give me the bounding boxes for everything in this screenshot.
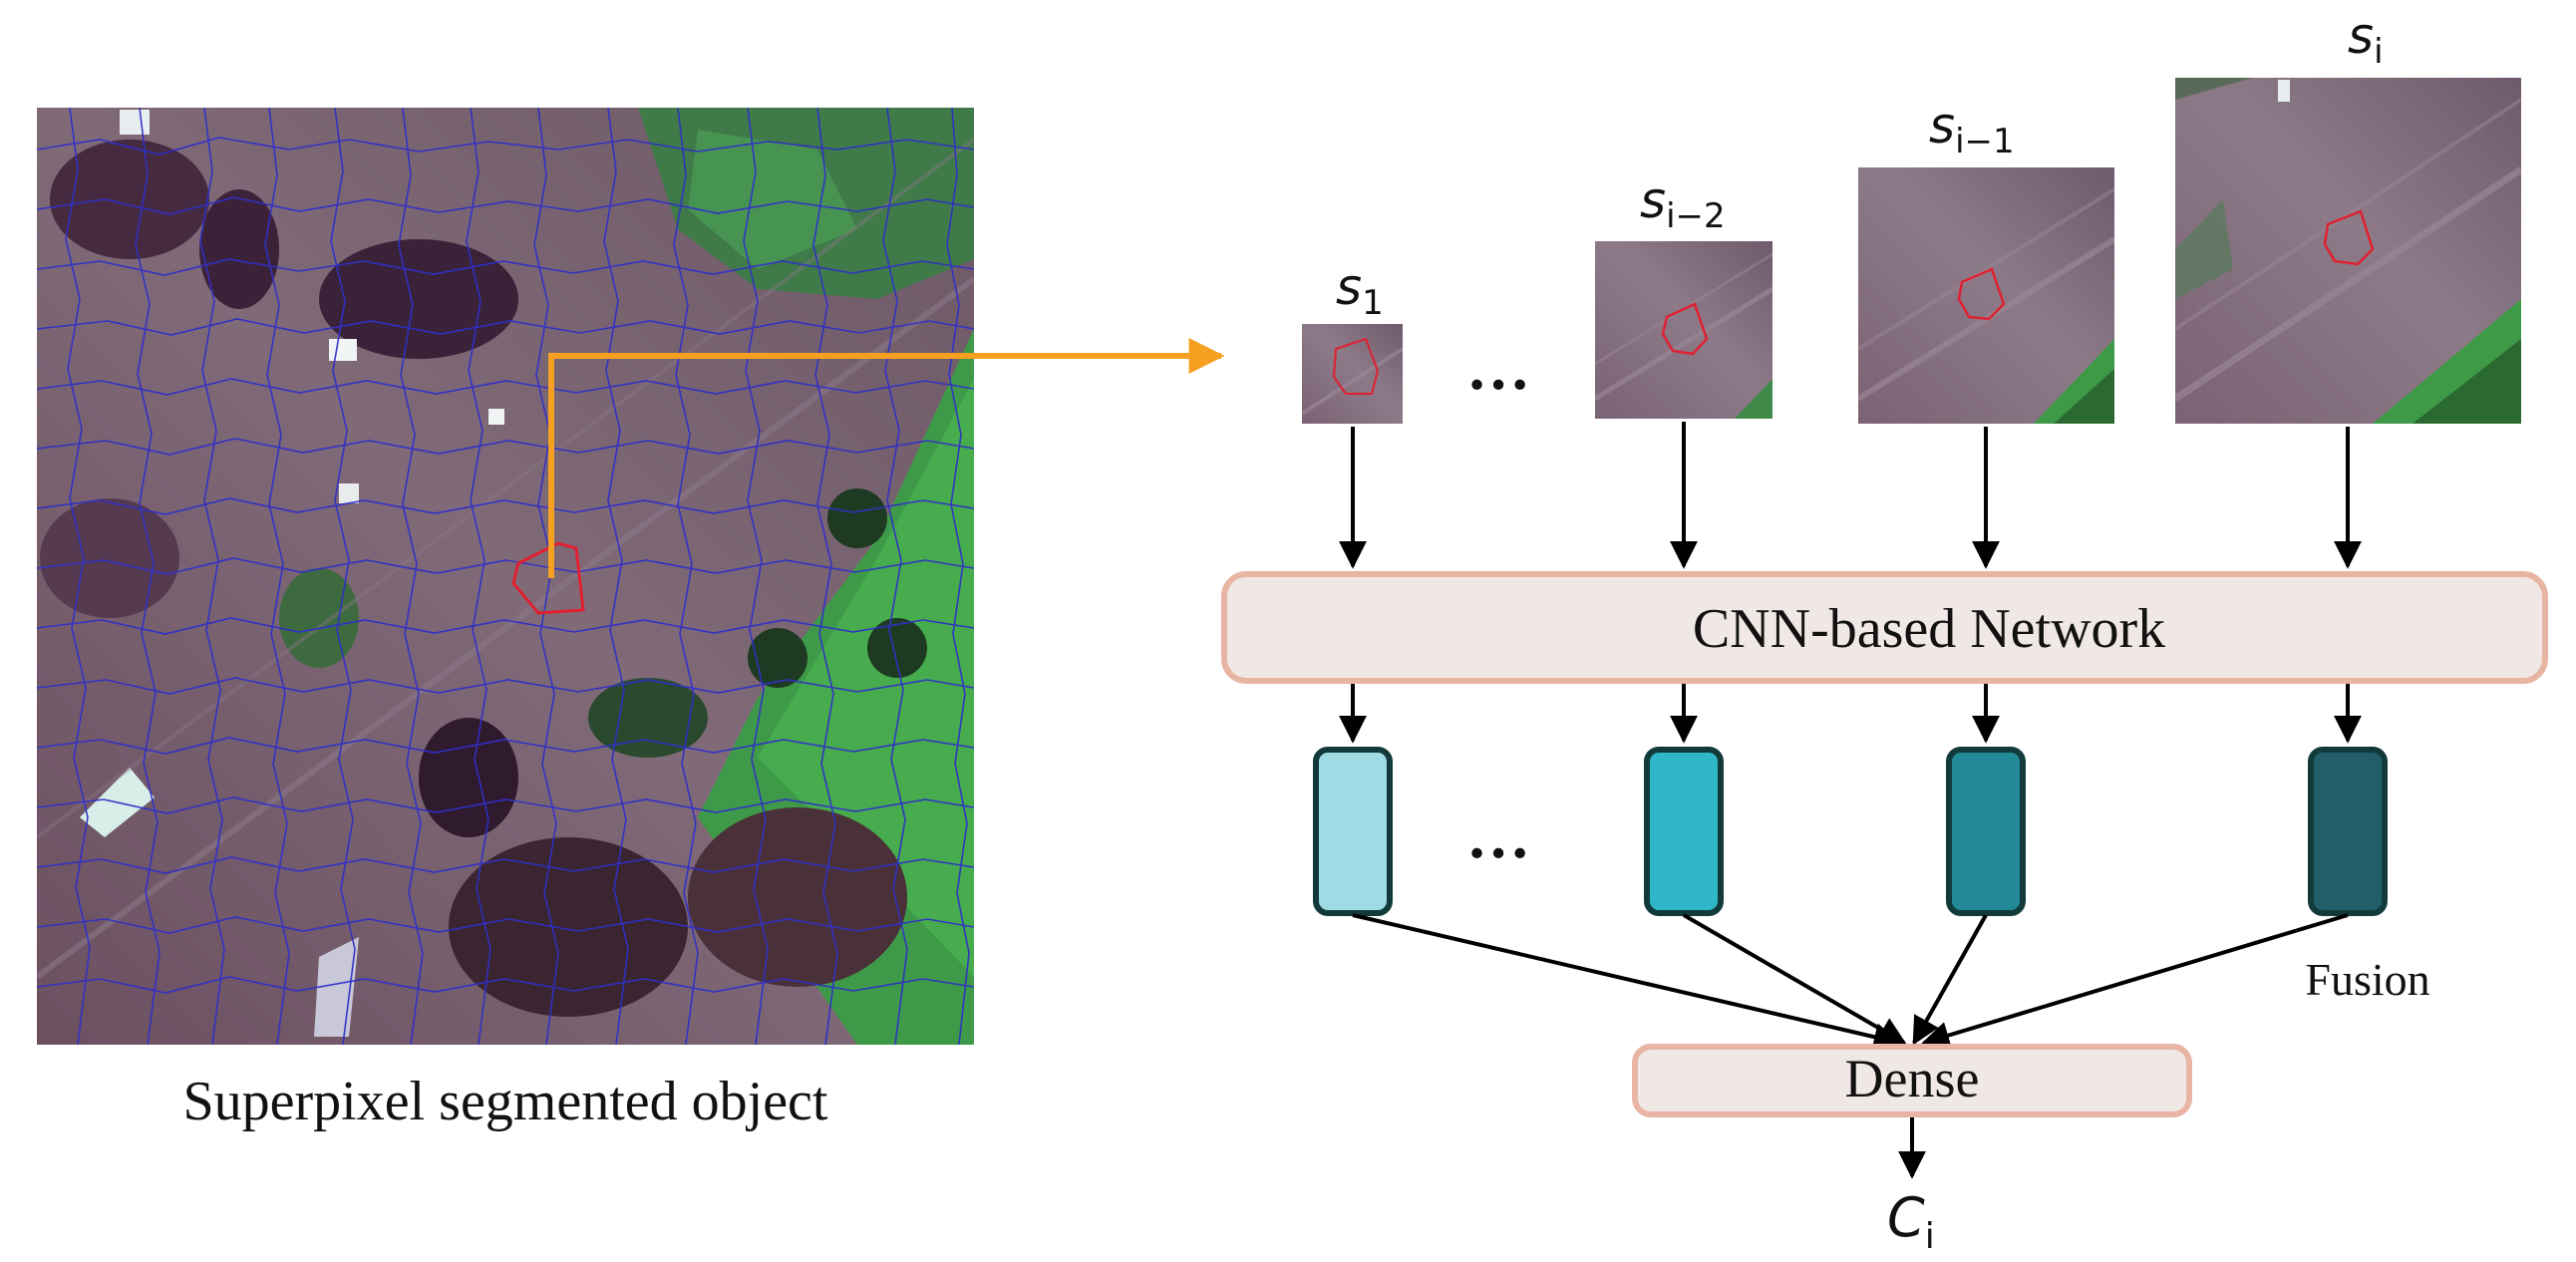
- feature-vector-2: [1644, 747, 1724, 916]
- scale-label-s-i-1: si−1: [1929, 97, 2015, 161]
- feature-vector-3: [1946, 747, 2026, 916]
- arrow-feature-1-to-dense: [1352, 913, 1902, 1051]
- arrow-feature-4-to-dense: [1921, 913, 2349, 1050]
- dense-box: [1632, 1044, 2192, 1117]
- left-caption: Superpixel segmented object: [183, 1071, 828, 1132]
- scale-label-s-i-2: si−2: [1640, 171, 1726, 236]
- superpixel-image: [37, 108, 974, 1045]
- arrow-feature-2-to-dense: [1682, 913, 1907, 1045]
- scale-label-s-i: si: [2348, 7, 2384, 72]
- cnn-network-box: [1221, 571, 2548, 684]
- ellipsis-features: …: [1466, 800, 1530, 871]
- patch-s-i-1: [1858, 167, 2114, 424]
- cnn-network-label: CNN-based Network: [1693, 598, 2165, 660]
- output-label: Ci: [1887, 1186, 1935, 1257]
- feature-vector-4: [2308, 747, 2388, 916]
- patch-s-i-2: [1595, 241, 1772, 419]
- fusion-label: Fusion: [2305, 954, 2429, 1005]
- scale-label-s1: s1: [1336, 258, 1384, 323]
- patch-s1: [1302, 324, 1403, 424]
- feature-vector-1: [1313, 747, 1393, 916]
- patch-s-i: [2175, 78, 2521, 424]
- selection-arrow: [548, 338, 1225, 578]
- dense-label: Dense: [1845, 1049, 1980, 1108]
- ellipsis-patches: …: [1466, 332, 1530, 403]
- arrow-feature-3-to-dense: [1912, 914, 1988, 1046]
